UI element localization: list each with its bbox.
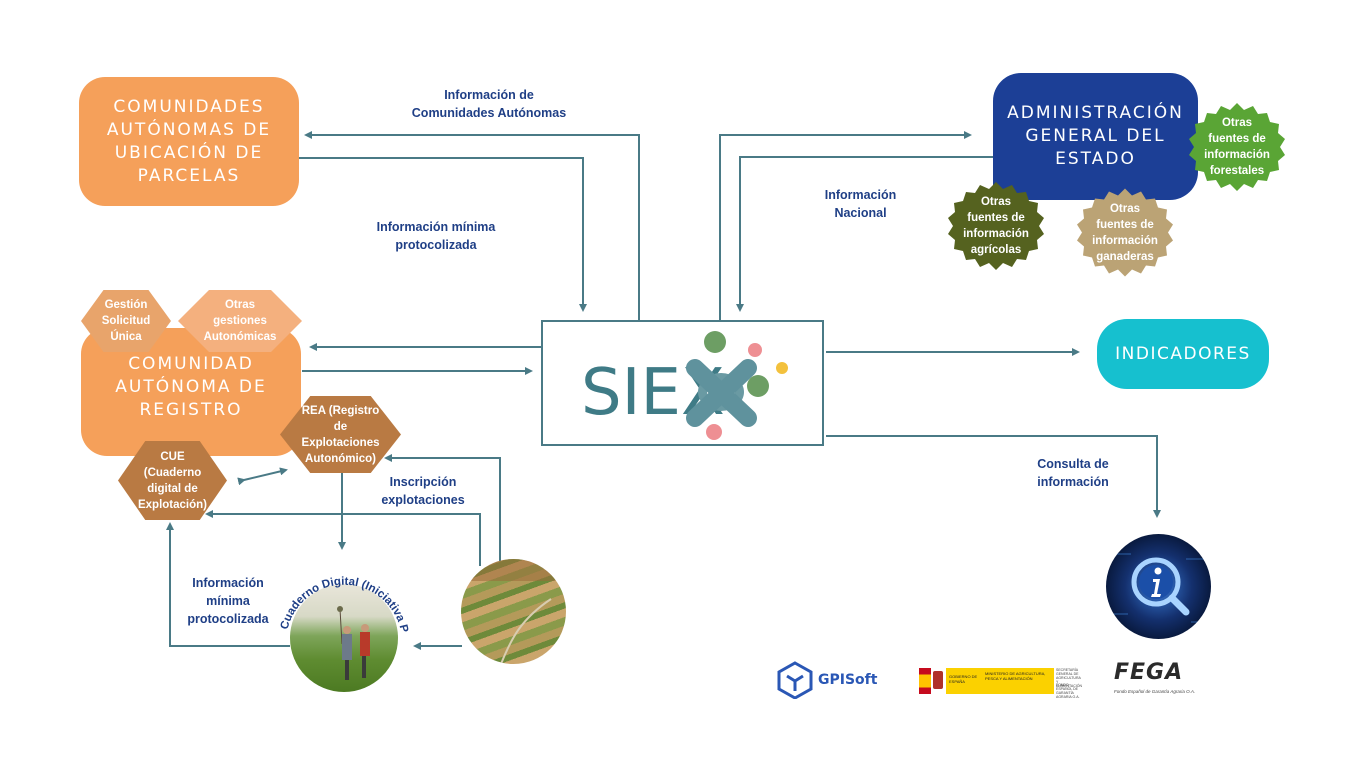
seal-agricolas-shape (948, 182, 1044, 270)
arrow-siex-to-consulta (826, 435, 1161, 518)
node-indicadores: INDICADORES (1097, 319, 1269, 389)
siex-x-mark (686, 359, 757, 427)
label-inscripcion: Inscripción explotaciones (381, 475, 465, 507)
arrow-siex-to-age (719, 131, 972, 320)
gpisoft-cube-icon (777, 661, 813, 699)
seal-ganaderas-label: Otras fuentes de información ganaderas (1092, 202, 1158, 263)
photo-aerial-fields (461, 559, 566, 664)
node-ca-registro-label: COMUNIDAD AUTÓNOMA DE REGISTRO (115, 353, 267, 420)
label-info-minima-bottom: Información mínima protocolizada (187, 576, 269, 626)
hex-cue-label: CUE (Cuaderno digital de Explotación) (137, 450, 207, 511)
hex-rea-label: REA (Registro de Explotaciones Autonómic… (301, 404, 380, 465)
seal-otras-forestales: Otras fuentes de información forestales (1187, 101, 1287, 201)
seal-forestales-shape (1189, 103, 1285, 191)
ministerio-logo: GOBIERNO DE ESPAÑA MINISTERIO DE AGRICUL… (919, 666, 1082, 699)
info-magnifier-graphic (1114, 553, 1204, 623)
arrow-cue-rea (237, 467, 288, 486)
hex-otras-gestiones-label: Otras gestiones Autonómicas (203, 299, 277, 343)
siex-logo: SIEX (581, 331, 788, 440)
node-siex: SIEX (541, 320, 824, 446)
siex-dot-pink-1 (748, 343, 762, 357)
fondo-text: FONDO ESPAÑOL DE GARANTÍA AGRARIA O.A. (1056, 683, 1080, 699)
node-ccaa-parcelas: COMUNIDADES AUTÓNOMAS DE UBICACIÓN DE PA… (79, 77, 299, 206)
arrow-cuaderno-to-cue (166, 522, 290, 647)
fega-logo: FEGA Fondo Español de Garantía Agraria O… (1114, 660, 1204, 700)
gpisoft-text: GPISoft (818, 672, 878, 688)
arrow-photo-to-rea (384, 454, 501, 566)
siex-dot-yellow (776, 362, 788, 374)
photo-people-figures (337, 606, 370, 680)
node-age: ADMINISTRACIÓN GENERAL DEL ESTADO (993, 73, 1198, 200)
label-info-ccaa: Información de Comunidades Autónomas (411, 88, 567, 120)
siex-dot-pink-2 (706, 424, 722, 440)
fega-text: FEGA (1114, 660, 1184, 685)
fega-subtitle: Fondo Español de Garantía Agraria O.A. (1114, 689, 1196, 694)
arrow-photo-to-cue (205, 510, 481, 566)
seal-otras-ganaderas: Otras fuentes de información ganaderas (1075, 185, 1175, 288)
hex-gestion-solicitud-label: Gestión Solicitud Única (101, 299, 151, 343)
gobierno-text: GOBIERNO DE ESPAÑA (949, 674, 978, 684)
coat-of-arms-icon (933, 671, 943, 689)
secretaria-text: SECRETARÍA GENERAL DE AGRICULTURA Y ALIM… (1056, 668, 1082, 688)
seal-ganaderas-shape (1077, 188, 1173, 277)
arrow-age-to-siex (736, 156, 993, 312)
cuaderno-digital-curved-label: Cuaderno Digital (Iniciativa Privada) (269, 548, 410, 634)
cuaderno-digital-label: Cuaderno Digital (Iniciativa Privada) (269, 548, 410, 634)
node-age-label: ADMINISTRACIÓN GENERAL DEL ESTADO (1007, 103, 1184, 169)
photo-people-field (290, 584, 398, 692)
seal-forestales-label: Otras fuentes de información forestales (1204, 117, 1270, 177)
node-ccaa-parcelas-label: COMUNIDADES AUTÓNOMAS DE UBICACIÓN DE PA… (106, 96, 272, 186)
svg-text:Cuaderno Digital (Iniciativa P: Cuaderno Digital (Iniciativa Privada) (269, 548, 410, 634)
gpisoft-logo: GPISoft (777, 661, 892, 699)
siex-dot-green-2 (747, 375, 769, 397)
label-info-nacional: Información Nacional (824, 188, 897, 220)
node-indicadores-label: INDICADORES (1115, 343, 1251, 364)
seal-agricolas-label: Otras fuentes de información agrícolas (963, 196, 1029, 256)
ministerio-text: MINISTERIO DE AGRICULTURA, PESCA Y ALIME… (985, 671, 1046, 681)
label-consulta: Consulta de información (1037, 457, 1109, 489)
photo-aerial-road (461, 559, 566, 664)
ministerio-yellow-band (946, 668, 1054, 694)
arrow-siex-to-ccaa (304, 131, 640, 320)
info-magnifier-icon (1106, 534, 1211, 639)
seal-otras-agricolas: Otras fuentes de información agrícolas (946, 180, 1046, 280)
hex-gestion-solicitud: Gestión Solicitud Única (81, 290, 171, 352)
spain-flag-icon (919, 668, 931, 694)
siex-dot-green-1 (704, 331, 726, 353)
hex-otras-gestiones: Otras gestiones Autonómicas (178, 290, 302, 352)
arrow-ccaa-to-siex (298, 157, 587, 312)
label-info-minima-top: Información mínima protocolizada (376, 220, 496, 252)
